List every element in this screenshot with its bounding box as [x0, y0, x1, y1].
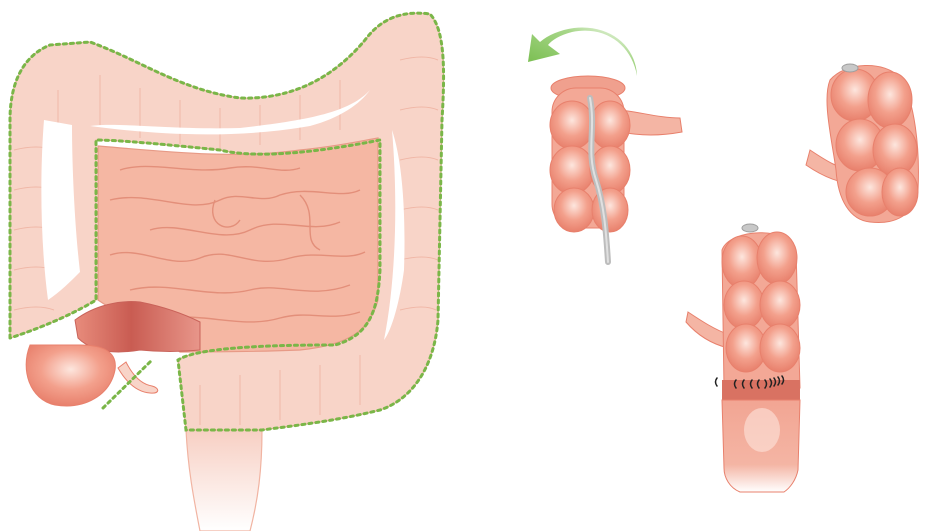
anastomosis-band: [722, 380, 800, 402]
rectum: [186, 430, 262, 531]
rotation-arrow-icon: [528, 28, 637, 76]
rotation-step-panel: [528, 28, 682, 262]
stapled-end-cap: [842, 64, 858, 72]
colon-segment-2: [827, 65, 918, 222]
colon-segment-3: [722, 232, 800, 388]
closed-pouch-panel: [806, 64, 918, 223]
stapled-end-cap-2: [742, 224, 758, 232]
anastomosis-panel: [686, 224, 800, 492]
cecum-pouch: [26, 345, 115, 406]
colon-anatomy-panel: [10, 13, 444, 531]
